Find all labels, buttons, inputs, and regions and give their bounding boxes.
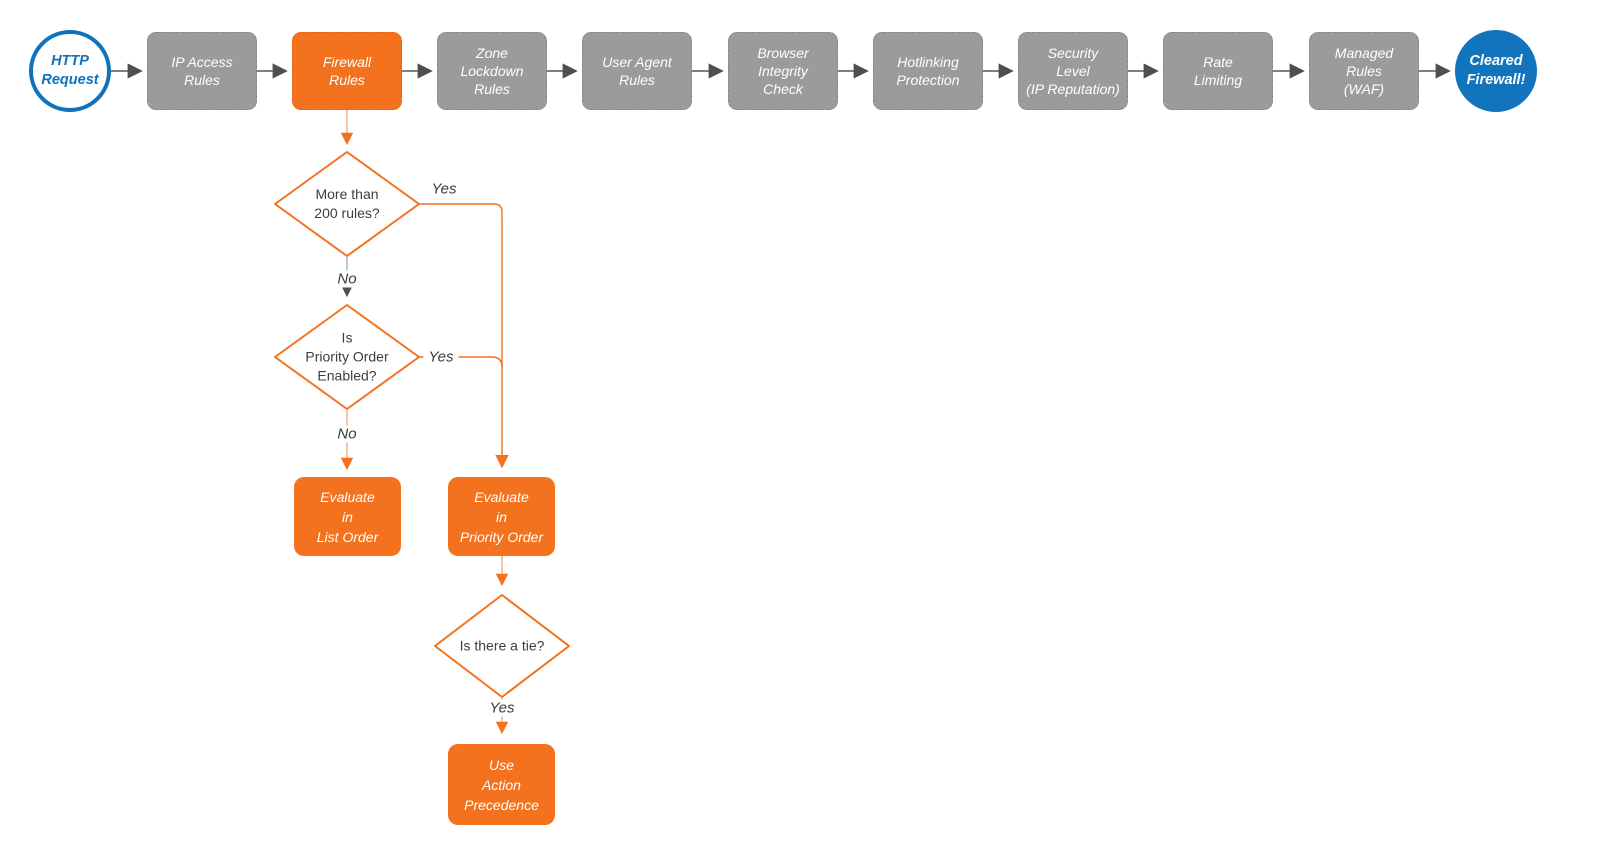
edge-label-no-decision1: No (332, 270, 362, 288)
stage-user-agent-rules: User Agent Rules (582, 32, 692, 110)
stage-managed-rules-waf: Managed Rules (WAF) (1309, 32, 1419, 110)
stage-ip-access-rules: IP Access Rules (147, 32, 257, 110)
stage-label: Zone Lockdown Rules (460, 45, 524, 97)
process-label: Use Action Precedence (464, 756, 539, 813)
decision-label-more-than-200-rules: More than 200 rules? (314, 186, 380, 221)
stage-label: Hotlinking Protection (896, 54, 960, 88)
process-label: Evaluate in Priority Order (459, 488, 544, 545)
stage-rate-limiting: Rate Limiting (1163, 32, 1273, 110)
stage-label: Rate Limiting (1193, 54, 1243, 88)
start-node-http-request: HTTP Request (29, 30, 111, 112)
decision-diamond-priority-order-enabled (274, 304, 420, 410)
edge-label-yes-decision1: Yes (431, 180, 457, 198)
stage-label: Firewall Rules (322, 54, 372, 88)
edge-label-yes-decision2: Yes (423, 348, 459, 366)
stage-label: Browser Integrity Check (757, 45, 809, 97)
process-label: Evaluate in List Order (316, 488, 379, 545)
decision-diamond-is-there-a-tie (434, 594, 570, 698)
stage-firewall-rules: Firewall Rules (292, 32, 402, 110)
stage-label: Managed Rules (WAF) (1334, 45, 1394, 97)
decision-label-is-there-a-tie: Is there a tie? (459, 637, 545, 654)
edge-label-yes-decision3: Yes (484, 699, 520, 717)
stage-security-level-ip-reputation: Security Level (IP Reputation) (1018, 32, 1128, 110)
stage-label: User Agent Rules (602, 54, 672, 88)
end-node-cleared-firewall: Cleared Firewall! (1455, 30, 1537, 112)
start-node-label: HTTP Request (41, 53, 99, 88)
stage-browser-integrity-check: Browser Integrity Check (728, 32, 838, 110)
end-node-label: Cleared Firewall! (1466, 53, 1526, 88)
stage-label: Security Level (IP Reputation) (1026, 45, 1120, 97)
decision-diamonds (274, 151, 570, 698)
stage-hotlinking-protection: Hotlinking Protection (873, 32, 983, 110)
stage-label: IP Access Rules (171, 54, 233, 88)
process-use-action-precedence: Use Action Precedence (448, 744, 555, 825)
edge-label-no-decision2: No (332, 425, 362, 443)
decision-diamond-more-than-200-rules (274, 151, 420, 257)
process-evaluate-list-order: Evaluate in List Order (294, 477, 401, 556)
process-evaluate-priority-order: Evaluate in Priority Order (448, 477, 555, 556)
decision-label-priority-order-enabled: Is Priority Order Enabled? (305, 329, 389, 384)
stage-zone-lockdown-rules: Zone Lockdown Rules (437, 32, 547, 110)
